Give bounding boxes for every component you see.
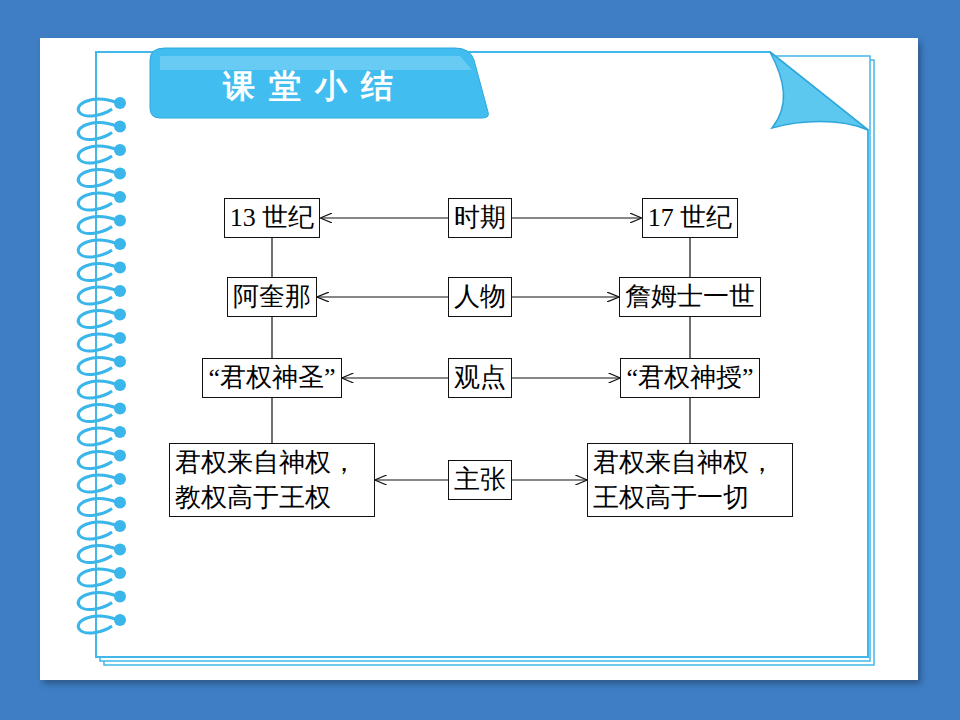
- spiral-loop: [78, 170, 118, 187]
- spiral-hole: [114, 215, 126, 227]
- spiral-loop: [78, 217, 118, 234]
- arrow-connector: [343, 377, 448, 378]
- content-box: 君权来自神权， 王权高于一切: [587, 443, 792, 517]
- spiral-loop: [78, 311, 118, 328]
- spiral-hole: [114, 544, 126, 556]
- spiral-loop: [78, 499, 118, 516]
- column-link: [689, 238, 690, 278]
- spiral-hole: [114, 520, 126, 532]
- arrow-connector: [512, 296, 618, 297]
- spiral-hole: [114, 285, 126, 297]
- column-link: [689, 398, 690, 443]
- box-text: 君权来自神权， 王权高于一切: [593, 448, 775, 512]
- spiral-hole: [114, 567, 126, 579]
- spiral-hole: [114, 168, 126, 180]
- spiral-hole: [114, 309, 126, 321]
- arrow-connector: [512, 479, 586, 480]
- content-box: 君权来自神权， 教权高于王权: [169, 443, 374, 517]
- spiral-loop: [78, 99, 118, 116]
- box-text: “君权神圣”: [208, 363, 335, 392]
- box-text: 13 世纪: [230, 203, 315, 232]
- spiral-loop: [78, 287, 118, 304]
- outer-panel: [40, 38, 918, 680]
- spiral-binding: [78, 97, 126, 633]
- column-link: [689, 317, 690, 359]
- box-text: 君权来自神权， 教权高于王权: [175, 448, 357, 512]
- spiral-hole: [114, 121, 126, 133]
- spiral-loop: [78, 616, 118, 633]
- spiral-loop: [78, 569, 118, 586]
- title-text: 课堂小结: [165, 58, 465, 114]
- arrow-connector: [512, 217, 641, 218]
- box-text: 主张: [454, 465, 506, 494]
- box-text: 詹姆士一世: [625, 282, 755, 311]
- box-text: 17 世纪: [648, 203, 733, 232]
- spiral-loop: [78, 334, 118, 351]
- spiral-loop: [78, 546, 118, 563]
- arrow-connector: [318, 296, 448, 297]
- page-curl: [770, 52, 868, 130]
- spiral-hole: [114, 379, 126, 391]
- spiral-loop: [78, 522, 118, 539]
- spiral-loop: [78, 358, 118, 375]
- column-link: [271, 398, 272, 443]
- category-box: 时期: [448, 198, 512, 237]
- arrow-connector: [321, 217, 448, 218]
- spiral-hole: [114, 191, 126, 203]
- content-box: 詹姆士一世: [619, 277, 761, 316]
- spiral-loop: [78, 475, 118, 492]
- box-text: 阿奎那: [233, 282, 311, 311]
- box-text: 人物: [454, 282, 506, 311]
- content-box: 13 世纪: [224, 198, 321, 237]
- sheet-front: [96, 52, 868, 657]
- spiral-loop: [78, 381, 118, 398]
- column-link: [271, 317, 272, 359]
- spiral-hole: [114, 403, 126, 415]
- spiral-hole: [114, 144, 126, 156]
- arrow-connector: [376, 479, 448, 480]
- column-link: [271, 238, 272, 278]
- spiral-loop: [78, 193, 118, 210]
- spiral-hole: [114, 332, 126, 344]
- content-box: “君权神授”: [620, 358, 759, 397]
- spiral-loop: [78, 452, 118, 469]
- spiral-loop: [78, 146, 118, 163]
- spiral-loop: [78, 264, 118, 281]
- spiral-loop: [78, 123, 118, 140]
- content-box: “君权神圣”: [202, 358, 341, 397]
- arrow-connector: [512, 377, 619, 378]
- spiral-hole: [114, 426, 126, 438]
- spiral-hole: [114, 591, 126, 603]
- box-text: “君权神授”: [626, 363, 753, 392]
- spiral-hole: [114, 97, 126, 109]
- category-box: 主张: [448, 460, 512, 499]
- spiral-hole: [114, 450, 126, 462]
- title: 课堂小结: [223, 67, 407, 105]
- category-box: 人物: [448, 277, 512, 316]
- spiral-loop: [78, 405, 118, 422]
- spiral-hole: [114, 238, 126, 250]
- spiral-loop: [78, 593, 118, 610]
- title-tab: [150, 48, 488, 118]
- spiral-hole: [114, 473, 126, 485]
- spiral-hole: [114, 614, 126, 626]
- category-box: 观点: [448, 358, 512, 397]
- spiral-loop: [78, 428, 118, 445]
- spiral-hole: [114, 262, 126, 274]
- box-text: 时期: [454, 203, 506, 232]
- spiral-hole: [114, 497, 126, 509]
- spiral-hole: [114, 356, 126, 368]
- box-text: 观点: [454, 363, 506, 392]
- content-box: 17 世纪: [642, 198, 739, 237]
- spiral-loop: [78, 240, 118, 257]
- content-box: 阿奎那: [227, 277, 317, 316]
